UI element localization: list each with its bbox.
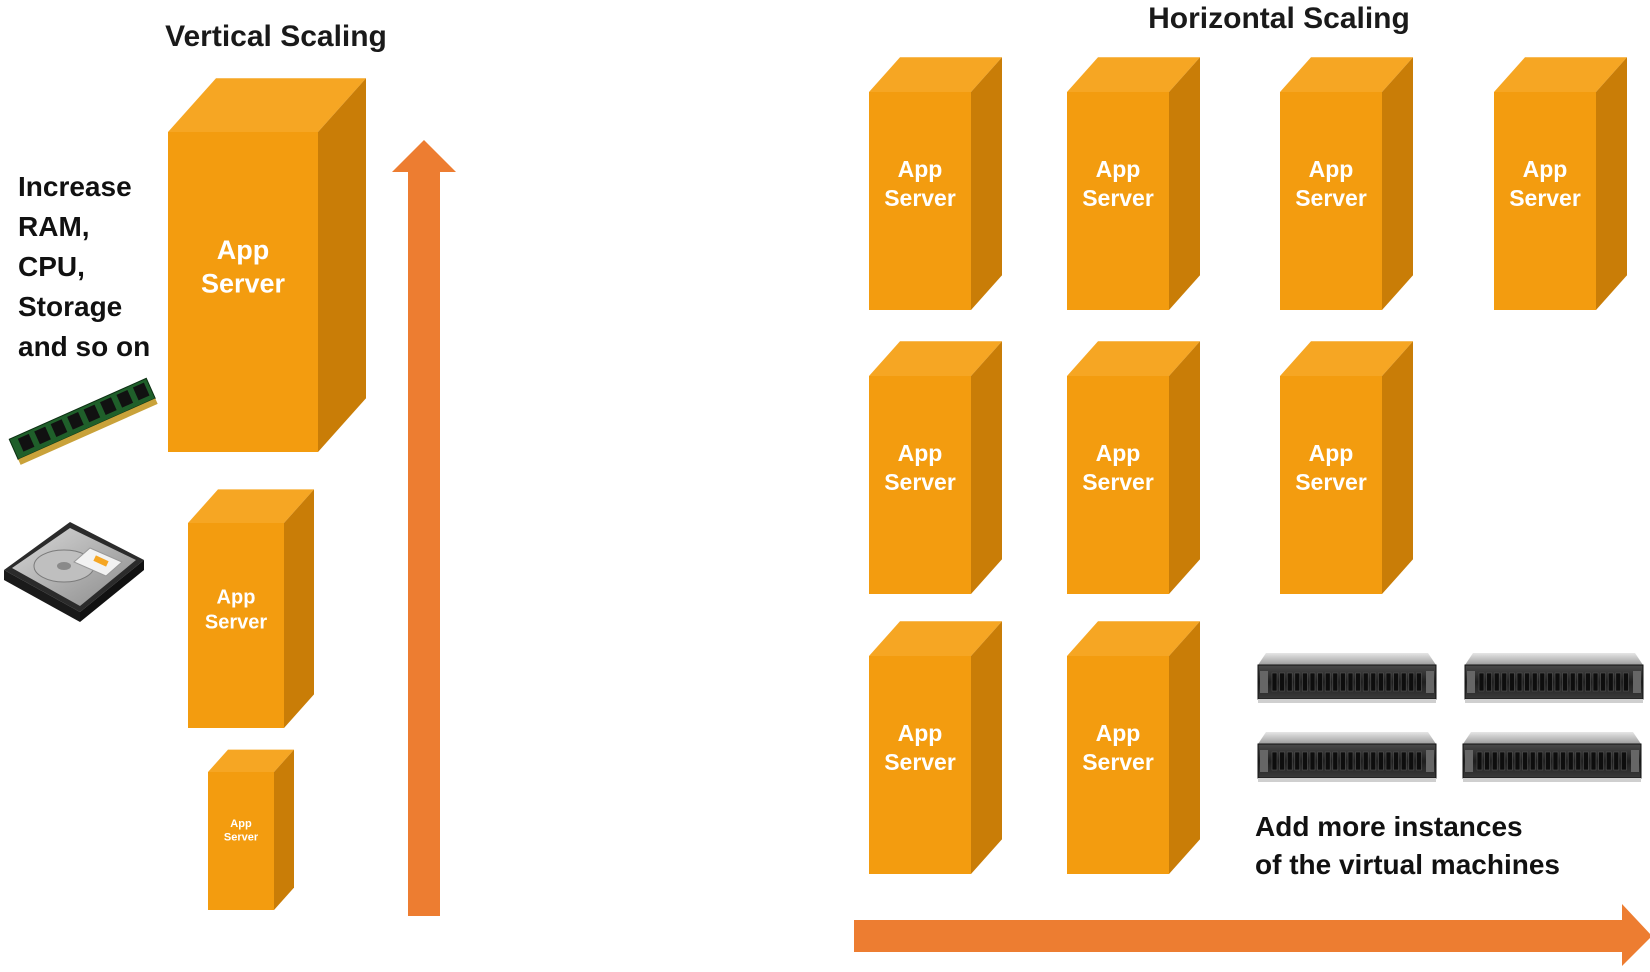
app-server-label: App	[217, 587, 256, 609]
vertical-scaling-arrow	[392, 140, 456, 916]
server-top-face	[1280, 57, 1413, 92]
rack-server-icon	[1257, 653, 1437, 703]
server-top-face	[1494, 57, 1627, 92]
app-server-label: App	[898, 156, 943, 182]
rack-server-icon	[1257, 732, 1437, 782]
hard-drive-icon	[4, 522, 144, 622]
server-top-face	[1067, 341, 1200, 376]
virtual-machines-group	[1257, 653, 1644, 782]
increase-resources-text: Increase RAM, CPU, Storage and so on	[18, 171, 150, 362]
horizontal-scaling-title: Horizontal Scaling	[1148, 2, 1410, 35]
app-server-label: Server	[884, 749, 956, 775]
ram-module-icon	[8, 377, 158, 465]
app-server-label: Server	[884, 469, 956, 495]
server-side-face	[1596, 57, 1627, 310]
server-side-face	[1382, 341, 1413, 594]
horizontal-scaling-arrow	[854, 904, 1650, 966]
server-side-face	[971, 341, 1002, 594]
app-server-label: Server	[1295, 469, 1367, 495]
app-server-label: App	[1096, 156, 1141, 182]
server-front-face	[1280, 376, 1382, 594]
rack-server-icon	[1462, 732, 1642, 782]
server-top-face	[1067, 57, 1200, 92]
server-front-face	[869, 376, 971, 594]
server-side-face	[971, 57, 1002, 310]
server-side-face	[1382, 57, 1413, 310]
server-front-face	[1067, 376, 1169, 594]
app-server-label: Server	[1082, 469, 1154, 495]
server-front-face	[1067, 92, 1169, 310]
caption-line: of the virtual machines	[1255, 849, 1560, 880]
app-server-label: App	[1096, 720, 1141, 746]
app-server-label: App	[1309, 440, 1354, 466]
server-side-face	[284, 489, 314, 728]
app-server-label: App	[1309, 156, 1354, 182]
increase-line: RAM,	[18, 211, 90, 242]
server-top-face	[869, 57, 1002, 92]
vertical-scaling-title: Vertical Scaling	[165, 20, 387, 53]
app-server-label: App	[217, 235, 269, 265]
app-server-label: Server	[1082, 185, 1154, 211]
add-instances-caption: Add more instances of the virtual machin…	[1255, 811, 1560, 880]
increase-line: and so on	[18, 331, 150, 362]
server-top-face	[1067, 621, 1200, 656]
server-front-face	[1494, 92, 1596, 310]
app-server-label: Server	[201, 269, 286, 299]
increase-line: CPU,	[18, 251, 85, 282]
horizontal-server-grid: AppServerAppServerAppServerAppServerAppS…	[869, 57, 1627, 874]
server-side-face	[1169, 341, 1200, 594]
server-top-face	[1280, 341, 1413, 376]
app-server-label: App	[898, 720, 943, 746]
server-side-face	[318, 78, 366, 453]
increase-line: Storage	[18, 291, 122, 322]
server-side-face	[1169, 57, 1200, 310]
server-top-face	[869, 621, 1002, 656]
caption-line: Add more instances	[1255, 811, 1523, 842]
app-server-label: Server	[1295, 185, 1367, 211]
server-top-face	[188, 489, 314, 523]
server-side-face	[971, 621, 1002, 874]
server-front-face	[869, 92, 971, 310]
server-side-face	[274, 749, 294, 910]
server-top-face	[869, 341, 1002, 376]
app-server-label: Server	[884, 185, 956, 211]
server-front-face	[188, 523, 284, 728]
app-server-label: App	[230, 818, 252, 830]
app-server-label: Server	[1509, 185, 1581, 211]
app-server-label: Server	[1082, 749, 1154, 775]
server-side-face	[1169, 621, 1200, 874]
server-front-face	[869, 656, 971, 874]
app-server-label: Server	[205, 612, 267, 634]
server-front-face	[1280, 92, 1382, 310]
server-front-face	[1067, 656, 1169, 874]
increase-line: Increase	[18, 171, 132, 202]
app-server-label: App	[1096, 440, 1141, 466]
app-server-label: App	[898, 440, 943, 466]
server-front-face	[168, 132, 318, 452]
server-front-face	[208, 772, 274, 910]
app-server-label: App	[1523, 156, 1568, 182]
app-server-label: Server	[224, 832, 259, 844]
server-top-face	[208, 749, 294, 772]
server-top-face	[168, 78, 366, 132]
rack-server-icon	[1464, 653, 1644, 703]
